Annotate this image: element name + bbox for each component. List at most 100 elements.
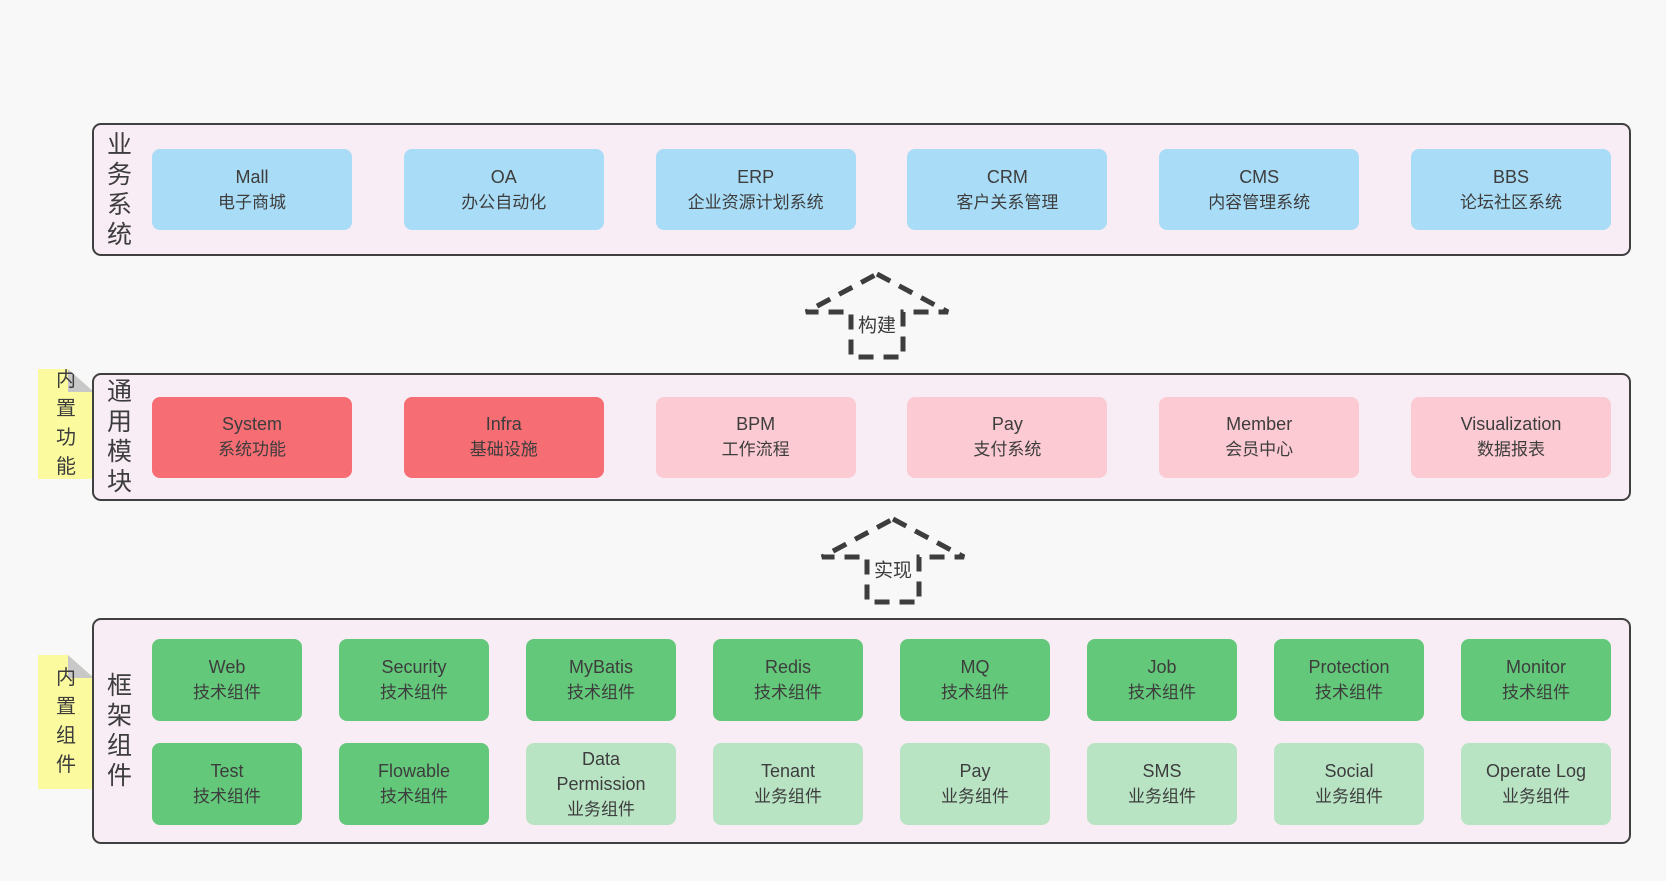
box-title: BPM bbox=[736, 414, 776, 434]
box-operate-log: Operate Log 业务组件 bbox=[1461, 743, 1611, 825]
box-title: MQ bbox=[960, 657, 990, 677]
box-title: ERP bbox=[737, 166, 775, 187]
box-title: BBS bbox=[1492, 166, 1529, 187]
box-bpm: BPM 工作流程 bbox=[655, 396, 856, 478]
box-subtitle: 技术组件 bbox=[380, 683, 448, 702]
box-pay: Pay 支付系统 bbox=[907, 396, 1108, 478]
box-infra: Infra 基础设施 bbox=[403, 396, 604, 478]
box-title: Member bbox=[1226, 414, 1293, 434]
business-box-row: Mall 电子商城 OA 办公自动化 ERP 企业资源计划系统 CRM 客户关系… bbox=[152, 125, 1611, 254]
box-subtitle: 技术组件 bbox=[380, 787, 448, 806]
box-sms: SMS 业务组件 bbox=[1087, 743, 1237, 825]
box-subtitle: 数据报表 bbox=[1476, 440, 1545, 459]
box-title: Pay bbox=[959, 761, 991, 781]
layer-label-framework: 框架组件 bbox=[106, 672, 132, 790]
box-subtitle: 支付系统 bbox=[973, 440, 1042, 459]
modules-box-row: System 系统功能 Infra 基础设施 BPM 工作流程 Pay 支付系统… bbox=[152, 375, 1611, 499]
box-subtitle: 技术组件 bbox=[193, 787, 261, 806]
box-data-permission: Data Permission 业务组件 bbox=[526, 743, 676, 825]
box-bbs: BBS 论坛社区系统 bbox=[1410, 149, 1611, 230]
box-subtitle: 论坛社区系统 bbox=[1459, 192, 1562, 212]
box-title: Infra bbox=[485, 414, 522, 434]
box-pay-biz: Pay 业务组件 bbox=[900, 743, 1050, 825]
box-subtitle: 业务组件 bbox=[1315, 787, 1383, 806]
box-subtitle: 业务组件 bbox=[567, 799, 635, 819]
box-test: Test 技术组件 bbox=[152, 743, 302, 825]
box-redis: Redis 技术组件 bbox=[713, 639, 863, 721]
arrow-implement-icon bbox=[816, 513, 970, 608]
box-title: Data Permission bbox=[556, 748, 646, 794]
box-mybatis: MyBatis 技术组件 bbox=[526, 639, 676, 721]
box-subtitle: 技术组件 bbox=[567, 683, 635, 702]
box-erp: ERP 企业资源计划系统 bbox=[655, 149, 856, 230]
layer-framework-components: 框架组件 Web 技术组件 Security 技术组件 MyBatis 技术组件… bbox=[92, 618, 1631, 844]
box-protection: Protection 技术组件 bbox=[1274, 639, 1424, 721]
box-monitor: Monitor 技术组件 bbox=[1461, 639, 1611, 721]
box-social: Social 业务组件 bbox=[1274, 743, 1424, 825]
box-security: Security 技术组件 bbox=[339, 639, 489, 721]
box-title: CRM bbox=[986, 166, 1028, 187]
box-subtitle: 内容管理系统 bbox=[1208, 192, 1311, 212]
arrow-implement-label: 实现 bbox=[869, 554, 917, 584]
box-title: Visualization bbox=[1460, 414, 1562, 434]
box-subtitle: 技术组件 bbox=[1315, 683, 1383, 702]
sticky-note-builtin-features: 内置功能 bbox=[38, 369, 94, 479]
box-subtitle: 系统功能 bbox=[218, 440, 286, 459]
framework-box-rows: Web 技术组件 Security 技术组件 MyBatis 技术组件 Redi… bbox=[152, 639, 1611, 825]
box-mall: Mall 电子商城 bbox=[152, 149, 352, 230]
box-subtitle: 企业资源计划系统 bbox=[687, 192, 824, 212]
box-title: System bbox=[221, 414, 282, 434]
box-title: Tenant bbox=[760, 761, 816, 781]
box-system: System 系统功能 bbox=[152, 396, 352, 478]
layer-label-business: 业务系统 bbox=[106, 130, 132, 249]
box-title: Mall bbox=[235, 166, 269, 187]
layer-business-systems: 业务系统 Mall 电子商城 OA 办公自动化 ERP 企业资源计划系统 CRM… bbox=[92, 123, 1631, 256]
box-title: OA bbox=[490, 166, 517, 187]
framework-row-1: Web 技术组件 Security 技术组件 MyBatis 技术组件 Redi… bbox=[152, 639, 1611, 721]
layer-label-modules: 通用模块 bbox=[106, 378, 132, 496]
box-subtitle: 基础设施 bbox=[469, 440, 538, 459]
note-text: 内置功能 bbox=[56, 369, 76, 478]
box-subtitle: 业务组件 bbox=[754, 787, 822, 806]
box-visualization: Visualization 数据报表 bbox=[1410, 396, 1611, 478]
box-oa: OA 办公自动化 bbox=[403, 149, 604, 230]
framework-row-2: Test 技术组件 Flowable 技术组件 Data Permission … bbox=[152, 743, 1611, 825]
box-mq: MQ 技术组件 bbox=[900, 639, 1050, 721]
box-cms: CMS 内容管理系统 bbox=[1159, 149, 1360, 230]
box-subtitle: 电子商城 bbox=[218, 192, 286, 212]
box-subtitle: 业务组件 bbox=[941, 787, 1009, 806]
box-subtitle: 工作流程 bbox=[721, 440, 790, 459]
box-subtitle: 办公自动化 bbox=[461, 192, 547, 212]
box-title: Web bbox=[208, 657, 246, 677]
box-title: Monitor bbox=[1505, 657, 1567, 677]
layer-common-modules: 通用模块 System 系统功能 Infra 基础设施 BPM 工作流程 Pay… bbox=[92, 373, 1631, 501]
box-subtitle: 技术组件 bbox=[193, 683, 261, 702]
note-text: 内置组件 bbox=[56, 667, 76, 776]
box-title: Redis bbox=[764, 657, 812, 677]
box-title: Pay bbox=[991, 414, 1023, 434]
box-subtitle: 客户关系管理 bbox=[956, 192, 1059, 212]
box-title: Security bbox=[381, 657, 447, 677]
box-subtitle: 业务组件 bbox=[1502, 787, 1570, 806]
box-title: Job bbox=[1147, 657, 1177, 677]
box-subtitle: 技术组件 bbox=[941, 683, 1009, 702]
box-title: CMS bbox=[1239, 166, 1280, 187]
arrow-build-label: 构建 bbox=[853, 309, 901, 339]
box-title: Social bbox=[1324, 761, 1374, 781]
box-title: Protection bbox=[1308, 657, 1390, 677]
box-subtitle: 业务组件 bbox=[1128, 787, 1196, 806]
box-title: Flowable bbox=[377, 761, 451, 781]
box-title: MyBatis bbox=[568, 657, 633, 677]
box-title: Test bbox=[210, 761, 244, 781]
box-flowable: Flowable 技术组件 bbox=[339, 743, 489, 825]
box-subtitle: 技术组件 bbox=[1502, 683, 1570, 702]
box-web: Web 技术组件 bbox=[152, 639, 302, 721]
arrow-build-icon bbox=[800, 268, 954, 363]
box-title: SMS bbox=[1142, 761, 1182, 781]
box-subtitle: 技术组件 bbox=[1128, 683, 1196, 702]
box-member: Member 会员中心 bbox=[1159, 396, 1360, 478]
box-subtitle: 会员中心 bbox=[1225, 440, 1294, 459]
sticky-note-builtin-components: 内置组件 bbox=[38, 655, 94, 789]
box-title: Operate Log bbox=[1485, 761, 1587, 781]
box-subtitle: 技术组件 bbox=[754, 683, 822, 702]
